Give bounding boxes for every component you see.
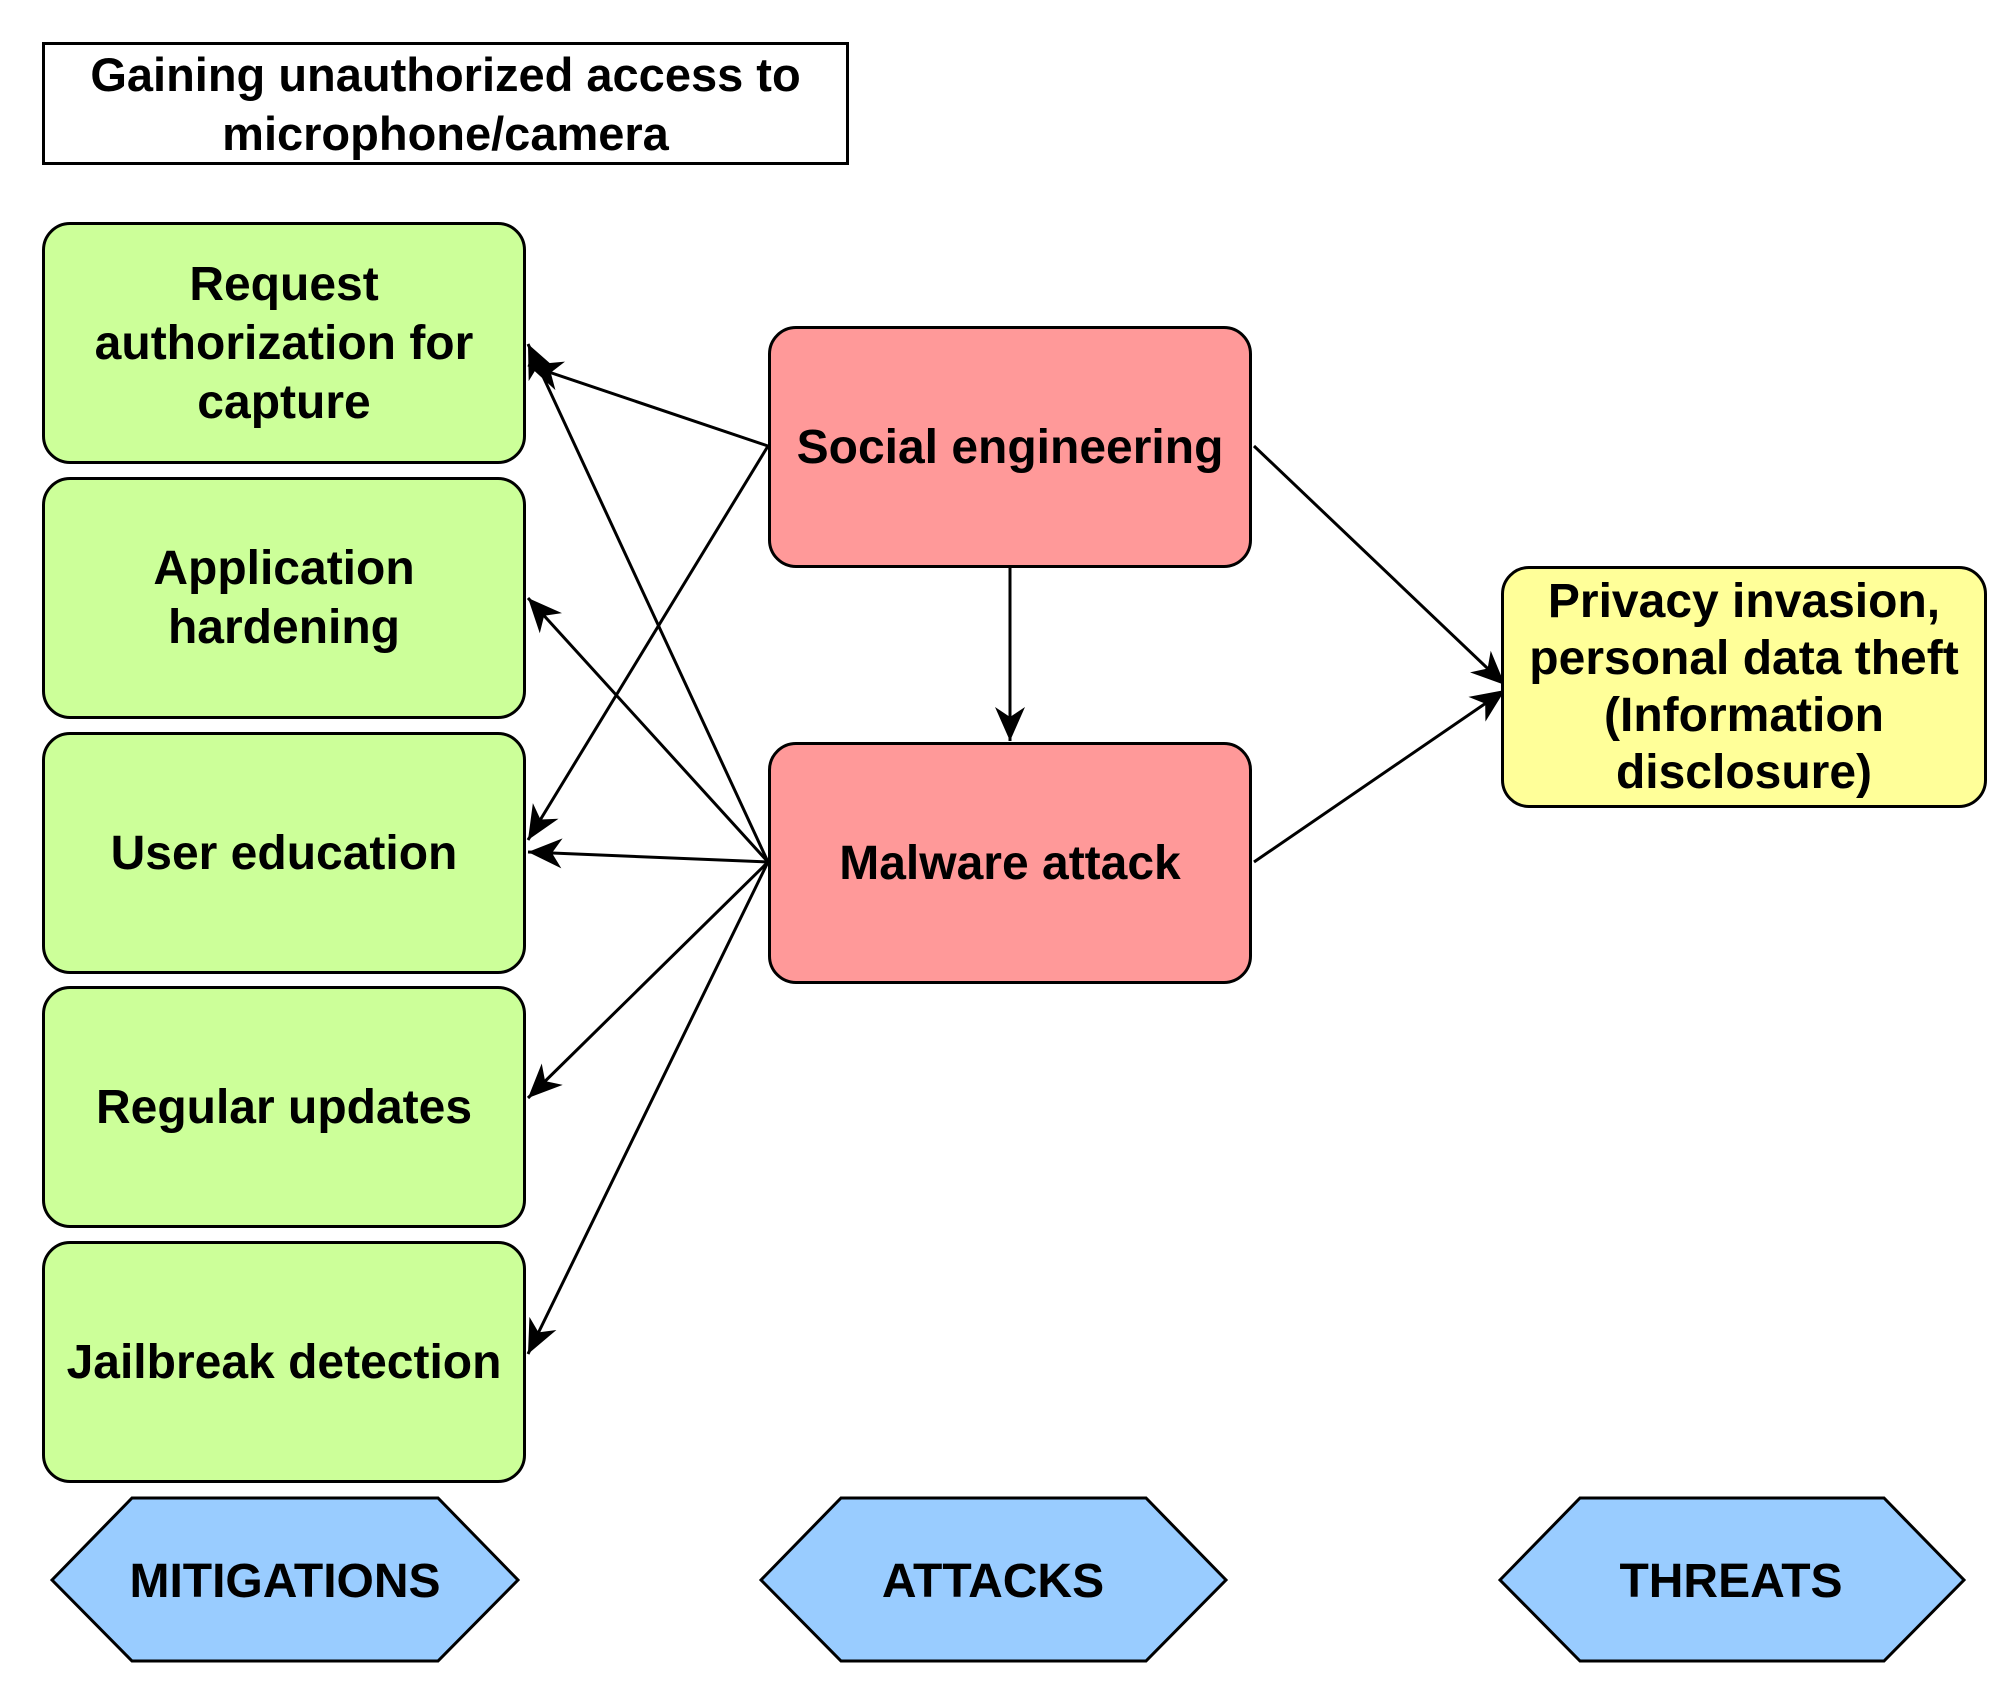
attack-social-engineering: Social engineering bbox=[768, 326, 1252, 568]
category-attacks: ATTACKS bbox=[758, 1496, 1229, 1663]
mitigation-request-authorization: Request authorization for capture bbox=[42, 222, 526, 464]
mitigation-user-education: User education bbox=[42, 732, 526, 974]
threat-privacy-invasion: Privacy invasion, personal data theft (I… bbox=[1501, 566, 1987, 808]
arrow-malware-to-user-education bbox=[527, 838, 769, 869]
category-threats-shape bbox=[1497, 1496, 1967, 1663]
category-attacks-label: ATTACKS bbox=[882, 1555, 1104, 1608]
mitigation-application-hardening: Application hardening bbox=[42, 477, 526, 719]
category-mitigations-label: MITIGATIONS bbox=[129, 1555, 440, 1608]
category-mitigations: MITIGATIONS bbox=[49, 1496, 521, 1663]
arrow-malware-to-request-authorization bbox=[526, 343, 770, 863]
arrow-malware-to-application-hardening bbox=[526, 596, 770, 864]
attack-malware: Malware attack bbox=[768, 742, 1252, 984]
arrow-social-engineering-to-request-authorization bbox=[527, 361, 769, 448]
arrow-social-engineering-to-user-education bbox=[526, 445, 770, 841]
category-threats-label: THREATS bbox=[1619, 1555, 1842, 1608]
mitigation-jailbreak-detection: Jailbreak detection bbox=[42, 1241, 526, 1483]
arrow-malware-to-jailbreak-detection bbox=[526, 861, 770, 1355]
category-mitigations-shape bbox=[49, 1496, 521, 1663]
category-attacks-shape bbox=[758, 1496, 1229, 1663]
arrow-social-engineering-to-privacy-invasion bbox=[1252, 444, 1507, 687]
connectors bbox=[526, 343, 1507, 1355]
category-threats: THREATS bbox=[1497, 1496, 1967, 1663]
arrow-malware-to-regular-updates bbox=[526, 860, 770, 1100]
diagram-title: Gaining unauthorized access to microphon… bbox=[42, 42, 849, 165]
mitigation-regular-updates: Regular updates bbox=[42, 986, 526, 1228]
arrow-malware-to-privacy-invasion bbox=[1253, 688, 1506, 864]
